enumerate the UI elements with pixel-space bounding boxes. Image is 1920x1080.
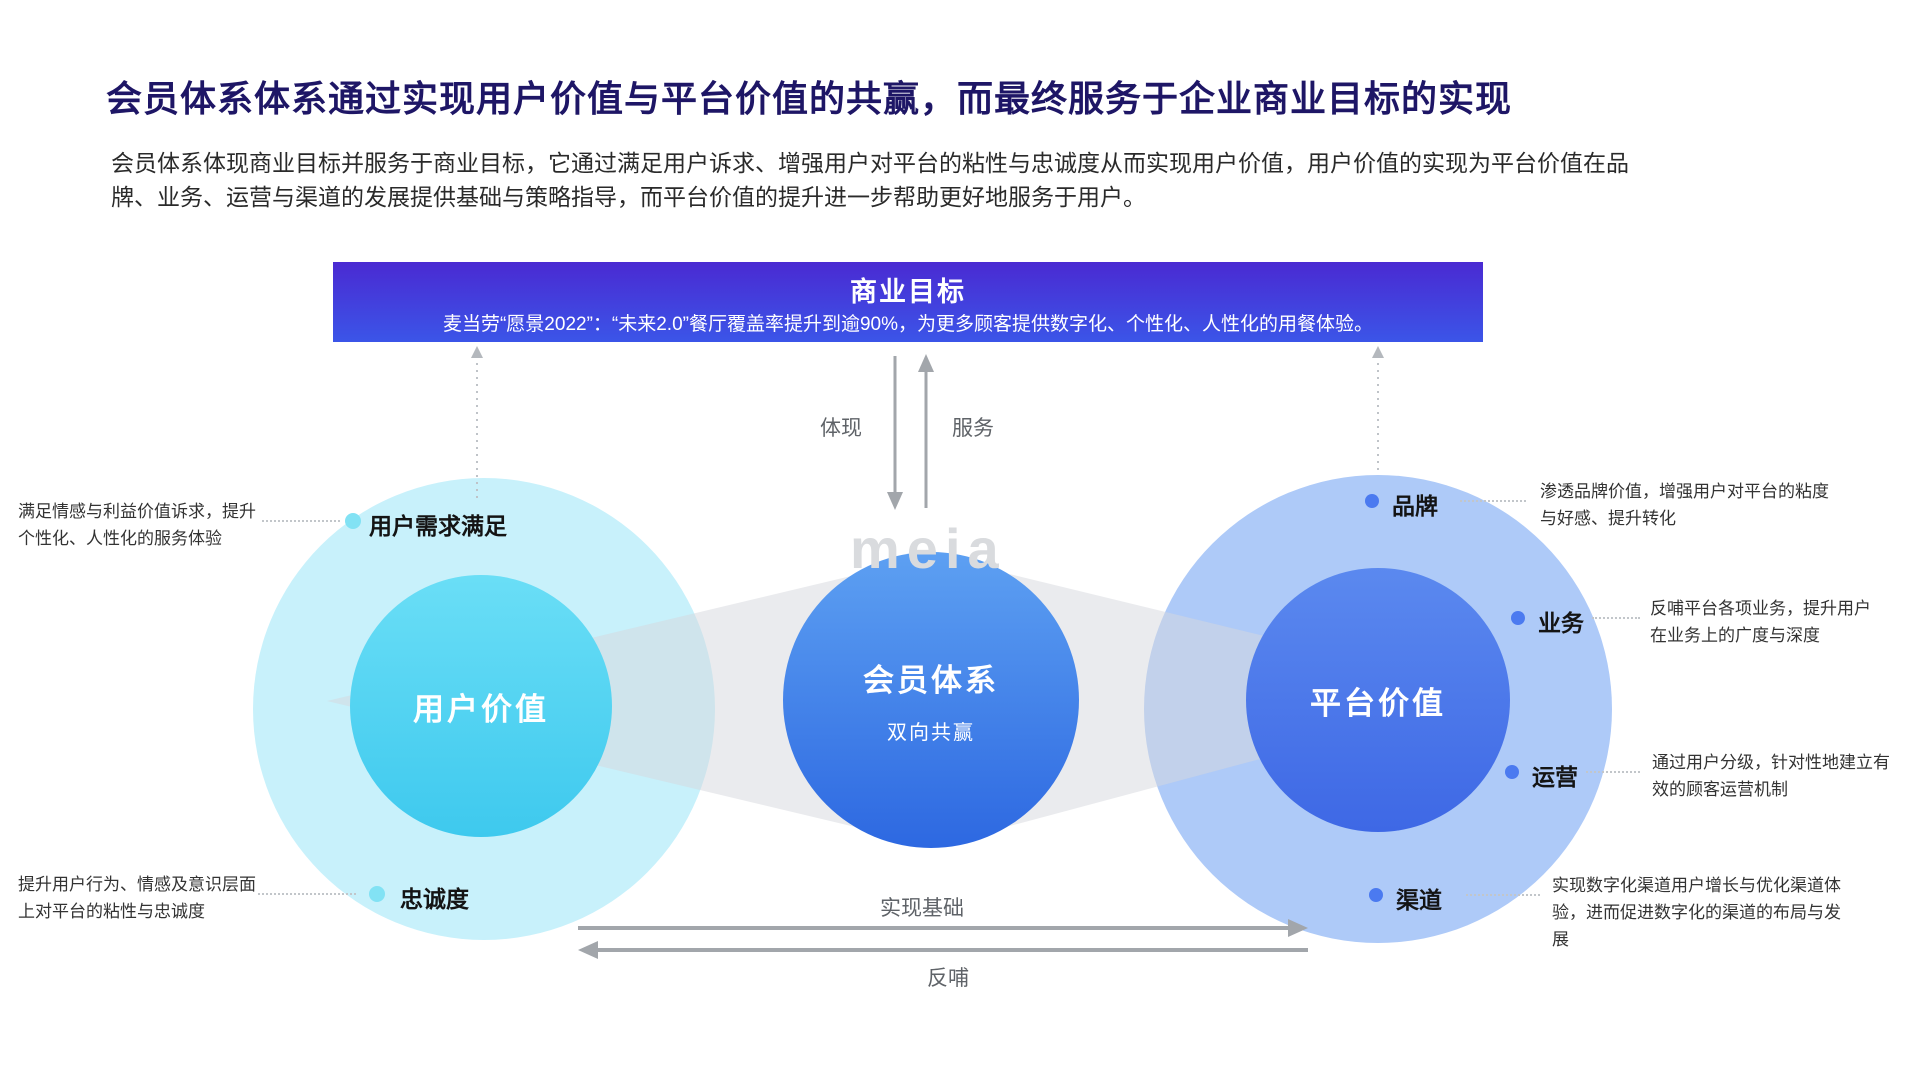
platform-point-note: 通过用户分级，针对性地建立有效的顾客运营机制: [1652, 753, 1890, 799]
platform-point-note: 反哺平台各项业务，提升用户在业务上的广度与深度: [1650, 599, 1871, 645]
ribbon-right: [935, 556, 1503, 846]
leader-line: [1592, 617, 1640, 619]
dotted-up-arrow-left-icon: [471, 346, 483, 500]
member-system-subtitle: 双向共赢: [887, 722, 975, 744]
serve-label: 服务: [952, 417, 994, 440]
platform-value-circle: 平台价值: [1246, 568, 1510, 832]
serve-up-arrow-icon: [918, 354, 934, 508]
platform-point-dot: [1365, 494, 1379, 508]
intro-paragraph: 会员体系体现商业目标并服务于商业目标，它通过满足用户诉求、增强用户对平台的粘性与…: [111, 150, 1629, 210]
platform-value-label: 平台价值: [1310, 685, 1446, 721]
leader-line: [1460, 500, 1526, 502]
embody-down-arrow-icon: [887, 356, 903, 510]
user-point-note: 提升用户行为、情感及意识层面上对平台的粘性与忠诚度: [18, 875, 256, 921]
leader-line: [262, 520, 340, 522]
leader-line: [1586, 771, 1640, 773]
page-title: 会员体系体系通过实现用户价值与平台价值的共赢，而最终服务于企业商业目标的实现: [106, 78, 1513, 119]
embody-label: 体现: [820, 417, 862, 440]
feedback-label: 反哺: [927, 967, 969, 990]
user-point-dot: [345, 513, 361, 529]
leader-line: [258, 893, 356, 895]
dotted-up-arrow-right-icon: [1372, 346, 1384, 474]
business-goal-subtitle: 麦当劳“愿景2022”：“未来2.0”餐厅覆盖率提升到逾90%，为更多顾客提供数…: [442, 314, 1374, 335]
business-goal-title: 商业目标: [850, 277, 966, 307]
user-value-label: 用户价值: [413, 691, 549, 727]
member-system-circle: 会员体系 双向共赢: [783, 552, 1079, 848]
user-point-note: 满足情感与利益价值诉求，提升个性化、人性化的服务体验: [18, 502, 256, 548]
watermark: meia: [850, 517, 1006, 580]
user-point-label: 忠诚度: [400, 886, 469, 912]
feedback-left-arrow-icon: [578, 941, 1308, 959]
platform-point-label: 品牌: [1392, 493, 1438, 519]
foundation-right-arrow-icon: [578, 919, 1308, 937]
business-goal-banner: 商业目标 麦当劳“愿景2022”：“未来2.0”餐厅覆盖率提升到逾90%，为更多…: [333, 262, 1483, 342]
user-point-dot: [369, 886, 385, 902]
user-point-label: 用户需求满足: [369, 513, 507, 539]
member-system-title: 会员体系: [863, 663, 999, 698]
platform-point-note: 渗透品牌价值，增强用户对平台的粘度与好感、提升转化: [1540, 482, 1829, 528]
leader-line: [1466, 894, 1540, 896]
platform-point-label: 运营: [1532, 764, 1578, 790]
platform-point-label: 渠道: [1396, 887, 1442, 913]
platform-point-dot: [1505, 765, 1519, 779]
user-value-circle: 用户价值: [350, 575, 612, 837]
platform-point-dot: [1511, 611, 1525, 625]
platform-point-dot: [1369, 888, 1383, 902]
ribbon-left: [327, 556, 935, 846]
platform-point-note: 实现数字化渠道用户增长与优化渠道体验，进而促进数字化的渠道的布局与发展: [1552, 876, 1841, 949]
platform-point-label: 业务: [1538, 610, 1584, 636]
foundation-label: 实现基础: [880, 897, 964, 920]
